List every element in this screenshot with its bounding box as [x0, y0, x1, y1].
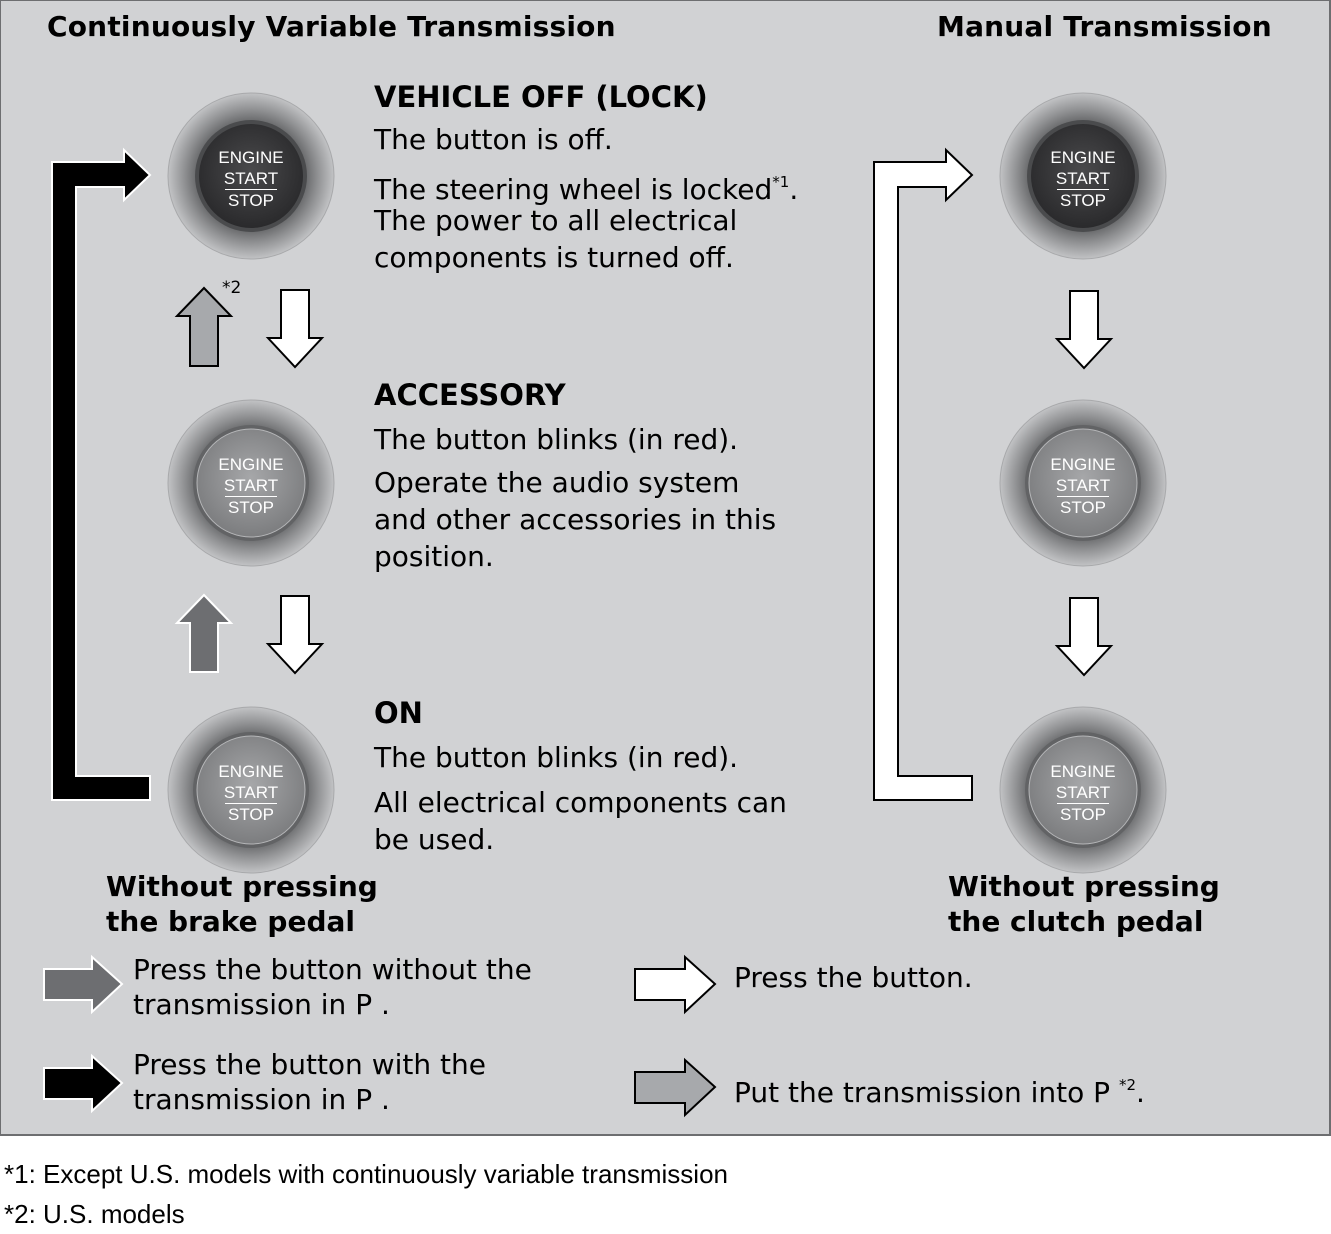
button-label-stop: STOP: [228, 191, 274, 210]
legend-light-gray-arrow-icon: [634, 1057, 717, 1118]
description-line: The button blinks (in red).: [374, 741, 739, 774]
caption-cvt: Without pressing the brake pedal: [106, 870, 378, 938]
heading-cvt: Continuously Variable Transmission: [47, 10, 616, 43]
button-label-start: START: [223, 476, 279, 495]
description-line: Operate the audio system: [374, 466, 740, 499]
button-label-start: START: [223, 169, 279, 188]
legend-dark-gray-arrow-icon: [43, 954, 124, 1015]
description-line: The power to all electrical: [374, 204, 738, 237]
description-line: The button is off.: [374, 123, 613, 156]
state-description-on: The button blinks (in red). All electric…: [374, 739, 787, 858]
footnote-1: *1: Except U.S. models with continuously…: [4, 1159, 728, 1189]
engine-button-icon: [167, 706, 335, 874]
button-label-start: START: [1055, 476, 1111, 495]
button-label-engine: ENGINE: [1050, 148, 1116, 167]
description-line: The steering wheel is locked*1.: [374, 173, 799, 206]
legend-black-arrow-icon: [43, 1053, 124, 1114]
down-white-arrow-icon: [265, 595, 325, 675]
legend-item-with-p: Press the button with the transmission i…: [133, 1048, 486, 1116]
button-label-divider: [225, 803, 277, 804]
engine-button-icon: [167, 92, 335, 260]
legend-white-arrow-icon: [634, 954, 717, 1015]
state-description-vehicle-off: The button is off. The steering wheel is…: [374, 121, 798, 276]
arrow-footnote-marker: *2: [222, 278, 242, 298]
engine-button-off-cvt: ENGINE START STOP: [167, 92, 335, 260]
button-label-engine: ENGINE: [1050, 762, 1116, 781]
engine-button-icon: [999, 399, 1167, 567]
state-title-on: ON: [374, 696, 423, 730]
down-white-arrow-icon: [1054, 597, 1114, 677]
engine-button-on-cvt: ENGINE START STOP: [167, 706, 335, 874]
footnote-2: *2: U.S. models: [4, 1199, 185, 1229]
button-label-divider: [225, 496, 277, 497]
button-label-start: START: [1055, 783, 1111, 802]
engine-button-icon: [167, 399, 335, 567]
button-label-engine: ENGINE: [218, 148, 284, 167]
engine-button-accessory-cvt: ENGINE START STOP: [167, 399, 335, 567]
description-line: All electrical components can: [374, 786, 787, 819]
button-label-divider: [1057, 803, 1109, 804]
up-light-gray-arrow-icon: [174, 286, 234, 367]
down-white-arrow-icon: [265, 289, 325, 369]
button-label-start: START: [223, 783, 279, 802]
button-label-divider: [225, 189, 277, 190]
down-white-arrow-icon: [1054, 290, 1114, 370]
footnote-marker: *2: [1118, 1076, 1137, 1094]
up-dark-gray-arrow-icon: [174, 593, 234, 673]
button-label-divider: [1057, 496, 1109, 497]
description-line: The button blinks (in red).: [374, 423, 739, 456]
button-label-stop: STOP: [1060, 805, 1106, 824]
description-line: components is turned off.: [374, 241, 734, 274]
state-title-accessory: ACCESSORY: [374, 378, 566, 412]
description-line: and other accessories in this: [374, 503, 777, 536]
button-label-stop: STOP: [228, 498, 274, 517]
description-line: position.: [374, 540, 494, 573]
engine-button-icon: [999, 706, 1167, 874]
button-label-divider: [1057, 189, 1109, 190]
legend-item-put-into-p: Put the transmission into P *2.: [734, 1076, 1145, 1109]
button-label-stop: STOP: [228, 805, 274, 824]
footnote-marker: *1: [772, 173, 790, 191]
button-label-engine: ENGINE: [218, 455, 284, 474]
button-label-engine: ENGINE: [218, 762, 284, 781]
engine-button-off-manual: ENGINE START STOP: [999, 92, 1167, 260]
legend-item-press-button: Press the button.: [734, 961, 973, 994]
legend-item-without-p: Press the button without the transmissio…: [133, 953, 532, 1021]
state-title-vehicle-off: VEHICLE OFF (LOCK): [374, 80, 708, 114]
engine-button-icon: [999, 92, 1167, 260]
description-line: be used.: [374, 823, 495, 856]
heading-manual: Manual Transmission: [937, 10, 1272, 43]
state-description-accessory: The button blinks (in red). Operate the …: [374, 421, 776, 575]
button-label-engine: ENGINE: [1050, 455, 1116, 474]
engine-button-accessory-manual: ENGINE START STOP: [999, 399, 1167, 567]
caption-manual: Without pressing the clutch pedal: [948, 870, 1220, 938]
button-label-stop: STOP: [1060, 498, 1106, 517]
button-label-stop: STOP: [1060, 191, 1106, 210]
engine-button-on-manual: ENGINE START STOP: [999, 706, 1167, 874]
button-label-start: START: [1055, 169, 1111, 188]
